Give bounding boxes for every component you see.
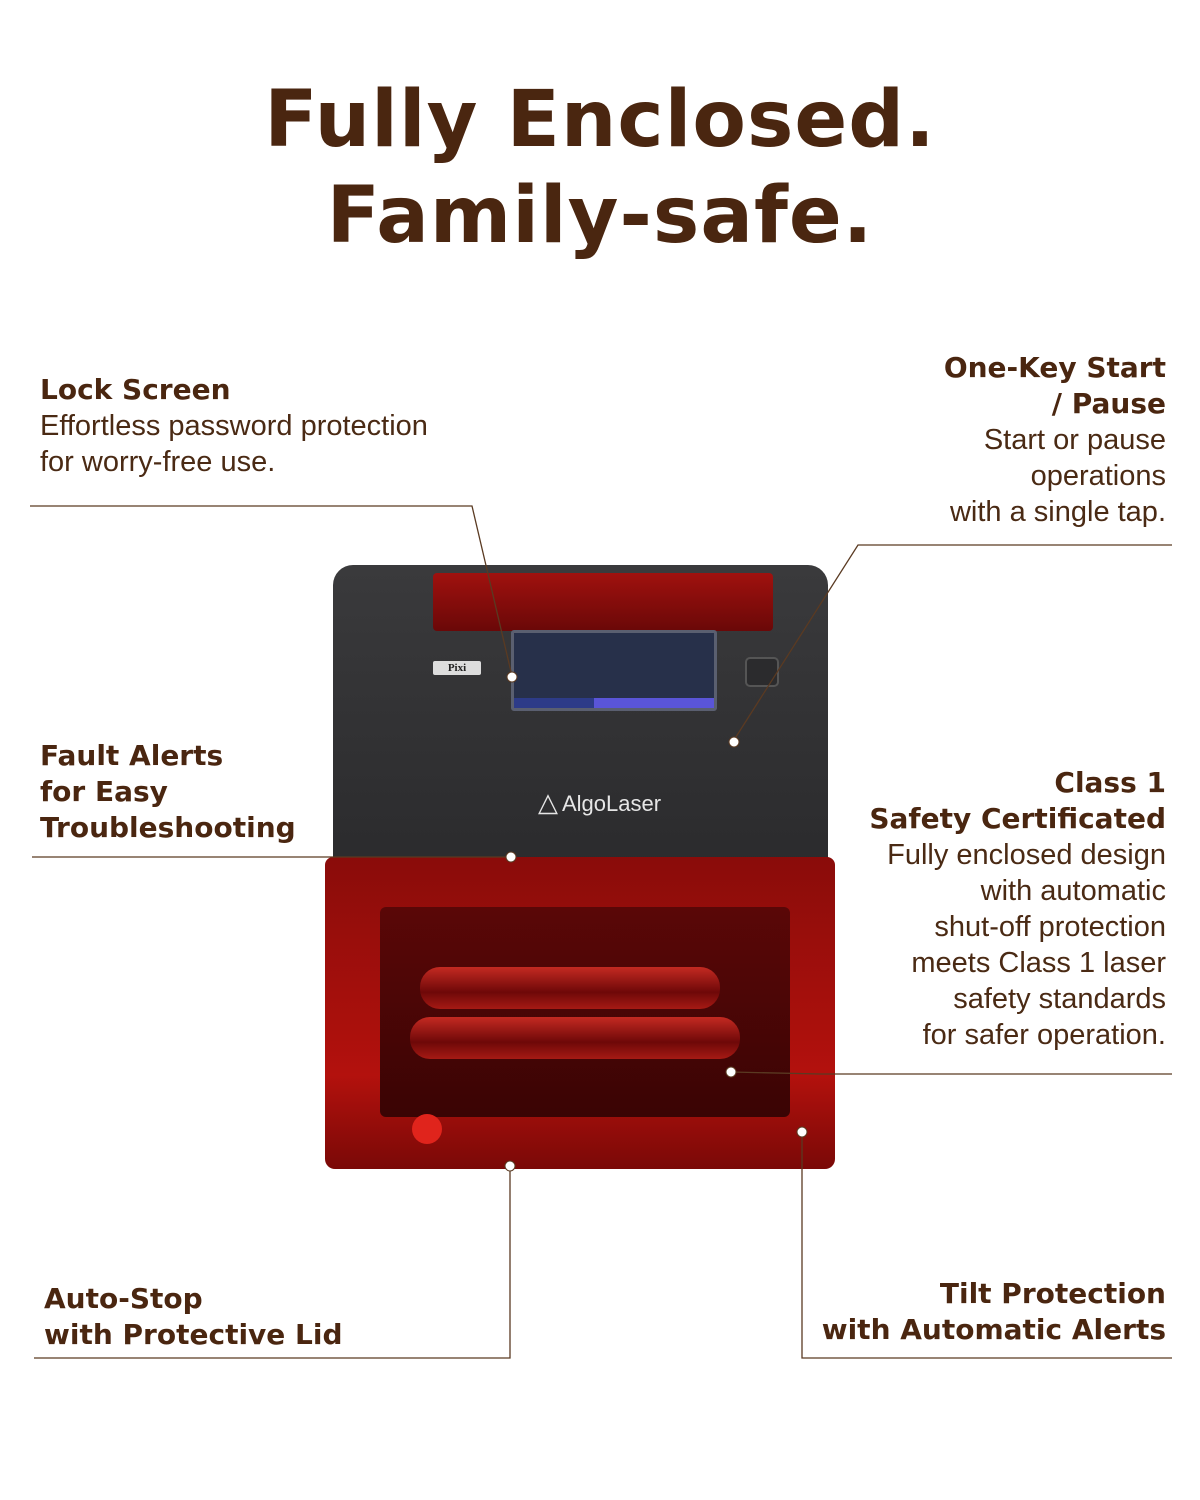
red-protective-enclosure xyxy=(325,857,835,1169)
class1-desc-5: safety standards xyxy=(953,983,1166,1015)
tilt-title-2: with Automatic Alerts xyxy=(821,1313,1166,1346)
fault-alerts-title-2: for Easy xyxy=(40,775,168,808)
auto-stop-leader xyxy=(34,1166,511,1359)
emergency-button xyxy=(412,1114,442,1144)
lock-screen-leader xyxy=(30,505,513,677)
brand-name: AlgoLaser xyxy=(562,791,662,816)
auto-stop-title-2: with Protective Lid xyxy=(44,1318,343,1351)
callout-one-key: One-Key Start / Pause Start or pause ope… xyxy=(836,350,1166,530)
one-key-dot xyxy=(728,736,740,748)
lock-screen-dot xyxy=(506,671,518,683)
one-key-desc-3: with a single tap. xyxy=(949,496,1166,528)
rotary-roller-lower xyxy=(410,1017,740,1059)
one-key-leader xyxy=(733,544,1172,741)
rotary-roller-upper xyxy=(420,967,720,1009)
tilt-dot xyxy=(796,1126,808,1138)
auto-stop-dot xyxy=(504,1160,516,1172)
class1-desc-2: with automatic xyxy=(980,875,1166,907)
tilt-leader xyxy=(801,1132,1172,1359)
class1-title-1: Class 1 xyxy=(1054,766,1166,799)
one-key-desc-2: operations xyxy=(1030,460,1166,492)
passcode-touchscreen xyxy=(511,630,717,711)
callout-lock-screen: Lock Screen Effortless password protecti… xyxy=(40,372,510,480)
headline-line-2: Family-safe. xyxy=(326,171,874,261)
headline: Fully Enclosed. Family-safe. xyxy=(0,72,1200,264)
device-badge: Pixi xyxy=(433,661,481,675)
class1-title-2: Safety Certificated xyxy=(869,802,1166,835)
lock-screen-title: Lock Screen xyxy=(40,373,231,406)
auto-stop-title-1: Auto-Stop xyxy=(44,1282,203,1315)
one-key-desc-1: Start or pause xyxy=(983,424,1166,456)
fault-alerts-title-1: Fault Alerts xyxy=(40,739,224,772)
one-key-title-1: One-Key Start xyxy=(943,351,1166,384)
class1-dot xyxy=(725,1066,737,1078)
class1-desc-1: Fully enclosed design xyxy=(887,839,1166,871)
class1-desc-4: meets Class 1 laser xyxy=(911,947,1166,979)
fault-alerts-title-3: Troubleshooting xyxy=(40,811,296,844)
one-key-title-2: / Pause xyxy=(1051,387,1166,420)
class1-desc-3: shut-off protection xyxy=(934,911,1166,943)
callout-fault-alerts: Fault Alerts for Easy Troubleshooting xyxy=(40,738,340,846)
class1-desc-6: for safer operation. xyxy=(922,1019,1166,1051)
callout-class1: Class 1 Safety Certificated Fully enclos… xyxy=(806,765,1166,1053)
fault-alerts-dot xyxy=(505,851,517,863)
algolaser-logo-icon: △ xyxy=(538,787,558,817)
tilt-title-1: Tilt Protection xyxy=(939,1277,1166,1310)
brand-logo: △AlgoLaser xyxy=(538,787,661,818)
callout-tilt: Tilt Protection with Automatic Alerts xyxy=(786,1276,1166,1348)
class1-leader xyxy=(730,1071,1172,1075)
callout-auto-stop: Auto-Stop with Protective Lid xyxy=(44,1281,374,1353)
lock-screen-desc-2: for worry-free use. xyxy=(40,446,276,478)
enclosure-interior xyxy=(380,907,790,1117)
headline-line-1: Fully Enclosed. xyxy=(264,75,936,165)
lock-screen-desc-1: Effortless password protection xyxy=(40,410,428,442)
